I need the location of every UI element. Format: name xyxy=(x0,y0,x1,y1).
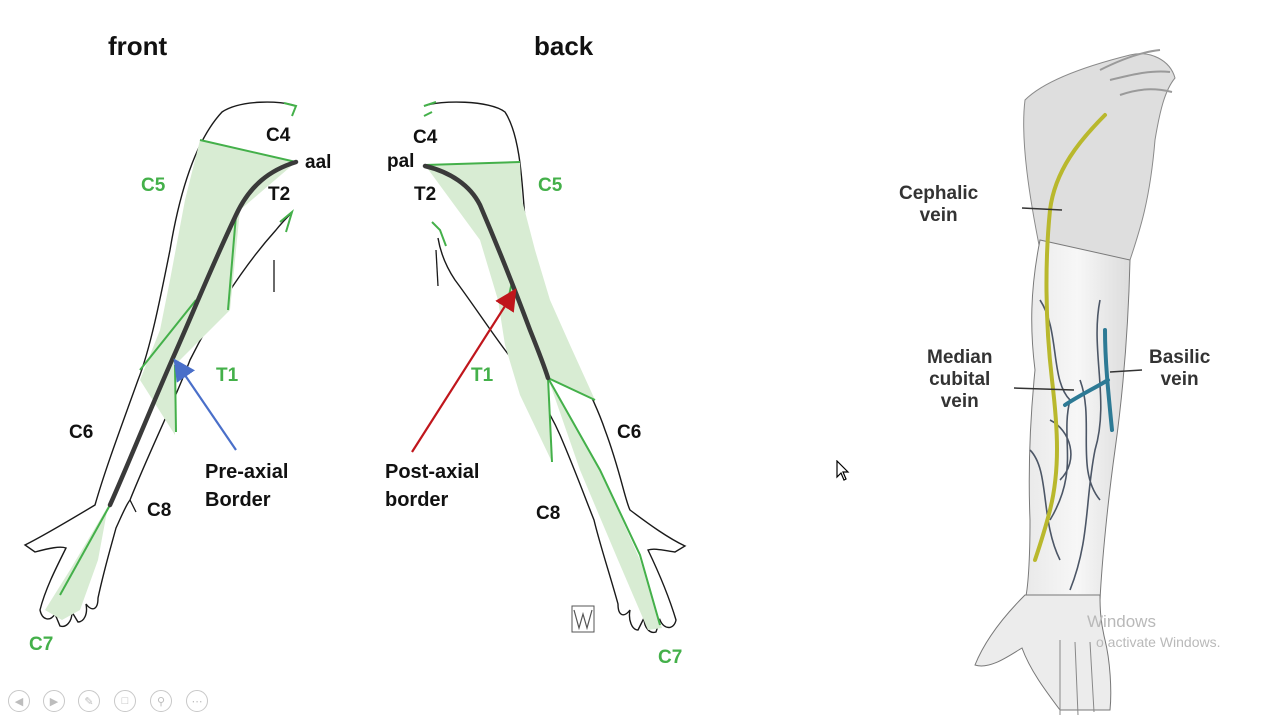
vein-arm-shoulder xyxy=(1023,53,1176,261)
cephalic-vein-label-line1: Cephalic xyxy=(899,183,979,204)
front-label-c8: C8 xyxy=(147,500,172,521)
postaxial-caption-line1: Post-axial xyxy=(385,461,480,483)
preaxial-caption-line2: Border xyxy=(205,489,271,511)
median-cubital-vein-line xyxy=(1063,328,1114,432)
median-vein-label-line3: vein xyxy=(940,391,979,412)
back-label-pal: pal xyxy=(387,151,415,172)
basilic-vein-label-line2: vein xyxy=(1160,369,1199,390)
front-label-c7: C7 xyxy=(29,634,54,655)
median-cubital-vein-label: Median cubital vein xyxy=(927,347,992,413)
activation-watermark-text: o activate Windows. xyxy=(1096,634,1221,650)
back-title: back xyxy=(534,31,594,61)
front-label-c4: C4 xyxy=(266,125,291,146)
back-dermatome-c7-region xyxy=(548,378,662,630)
front-label-c6: C6 xyxy=(69,422,94,443)
publisher-logo xyxy=(571,605,595,633)
preaxial-caption-line1: Pre-axial xyxy=(205,461,289,483)
back-label-c7: C7 xyxy=(658,647,683,668)
front-title: front xyxy=(108,31,168,61)
postaxial-arrow xyxy=(411,288,517,453)
cephalic-vein-label: Cephalic vein xyxy=(899,183,978,227)
back-label-c4: C4 xyxy=(413,127,438,148)
back-arm xyxy=(411,101,687,634)
front-label-c5: C5 xyxy=(141,175,166,196)
preaxial-arrow xyxy=(173,358,237,451)
back-label-t2: T2 xyxy=(414,184,437,205)
more-icon[interactable]: ⋯ xyxy=(186,690,208,712)
next-icon[interactable]: ▶ xyxy=(43,690,65,712)
back-label-c8: C8 xyxy=(536,503,561,524)
basilic-vein-label: Basilic vein xyxy=(1149,347,1210,391)
cephalic-vein-line xyxy=(1033,113,1107,562)
cephalic-vein-label-line2: vein xyxy=(919,205,958,226)
activation-watermark-title: Windows xyxy=(1087,612,1156,631)
back-label-c5: C5 xyxy=(538,175,563,196)
pen-icon[interactable]: ✎ xyxy=(78,690,100,712)
front-label-t1: T1 xyxy=(216,365,239,386)
zoom-icon[interactable]: ⚲ xyxy=(150,690,172,712)
median-vein-label-line2: cubital xyxy=(929,369,991,390)
vein-arm xyxy=(974,49,1176,716)
postaxial-caption: Post-axial border xyxy=(385,458,479,514)
preaxial-caption: Pre-axial Border xyxy=(205,458,288,514)
back-label-c6: C6 xyxy=(617,422,642,443)
postaxial-caption-line2: border xyxy=(385,489,449,511)
front-label-t2: T2 xyxy=(268,184,291,205)
prev-icon[interactable]: ◀ xyxy=(8,690,30,712)
front-axial-line xyxy=(107,159,299,508)
front-label-aal: aal xyxy=(305,152,332,173)
slides-icon[interactable]: □ xyxy=(114,690,136,712)
back-axial-line xyxy=(422,163,551,381)
front-dermatome-c5-region xyxy=(140,140,296,435)
back-label-t1: T1 xyxy=(471,365,494,386)
front-dermatome-c7-region xyxy=(45,506,108,620)
mouse-cursor-icon xyxy=(836,460,850,481)
basilic-vein-label-line1: Basilic xyxy=(1149,347,1211,368)
median-vein-label-line1: Median xyxy=(927,347,993,368)
front-arm xyxy=(23,101,299,628)
